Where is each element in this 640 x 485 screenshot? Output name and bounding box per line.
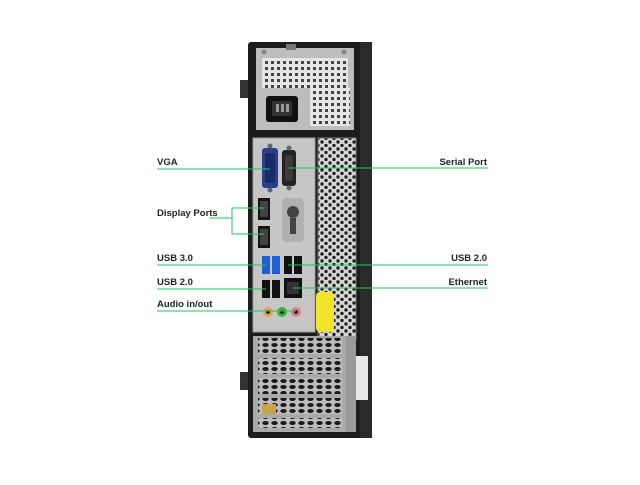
usb30-port-2 bbox=[272, 256, 280, 274]
label-vga: VGA bbox=[157, 157, 178, 168]
case-edge-right bbox=[360, 42, 372, 438]
label-display-ports: Display Ports bbox=[157, 208, 218, 219]
usb20-port-l2 bbox=[272, 280, 280, 298]
label-ethernet: Ethernet bbox=[448, 277, 487, 288]
psu-fan-grille bbox=[262, 58, 348, 88]
label-usb30: USB 3.0 bbox=[157, 253, 193, 264]
psu-screw-icon bbox=[261, 49, 267, 55]
label-usb20-left: USB 2.0 bbox=[157, 277, 193, 288]
yellow-latch bbox=[316, 292, 334, 332]
label-usb20-right: USB 2.0 bbox=[451, 253, 487, 264]
leader-line-display-ports bbox=[210, 207, 264, 219]
label-audio: Audio in/out bbox=[157, 299, 213, 310]
psu-vent-grille bbox=[310, 88, 350, 126]
label-serial-port: Serial Port bbox=[439, 157, 487, 168]
leader-lines bbox=[157, 167, 488, 312]
lock-icon bbox=[287, 206, 299, 218]
